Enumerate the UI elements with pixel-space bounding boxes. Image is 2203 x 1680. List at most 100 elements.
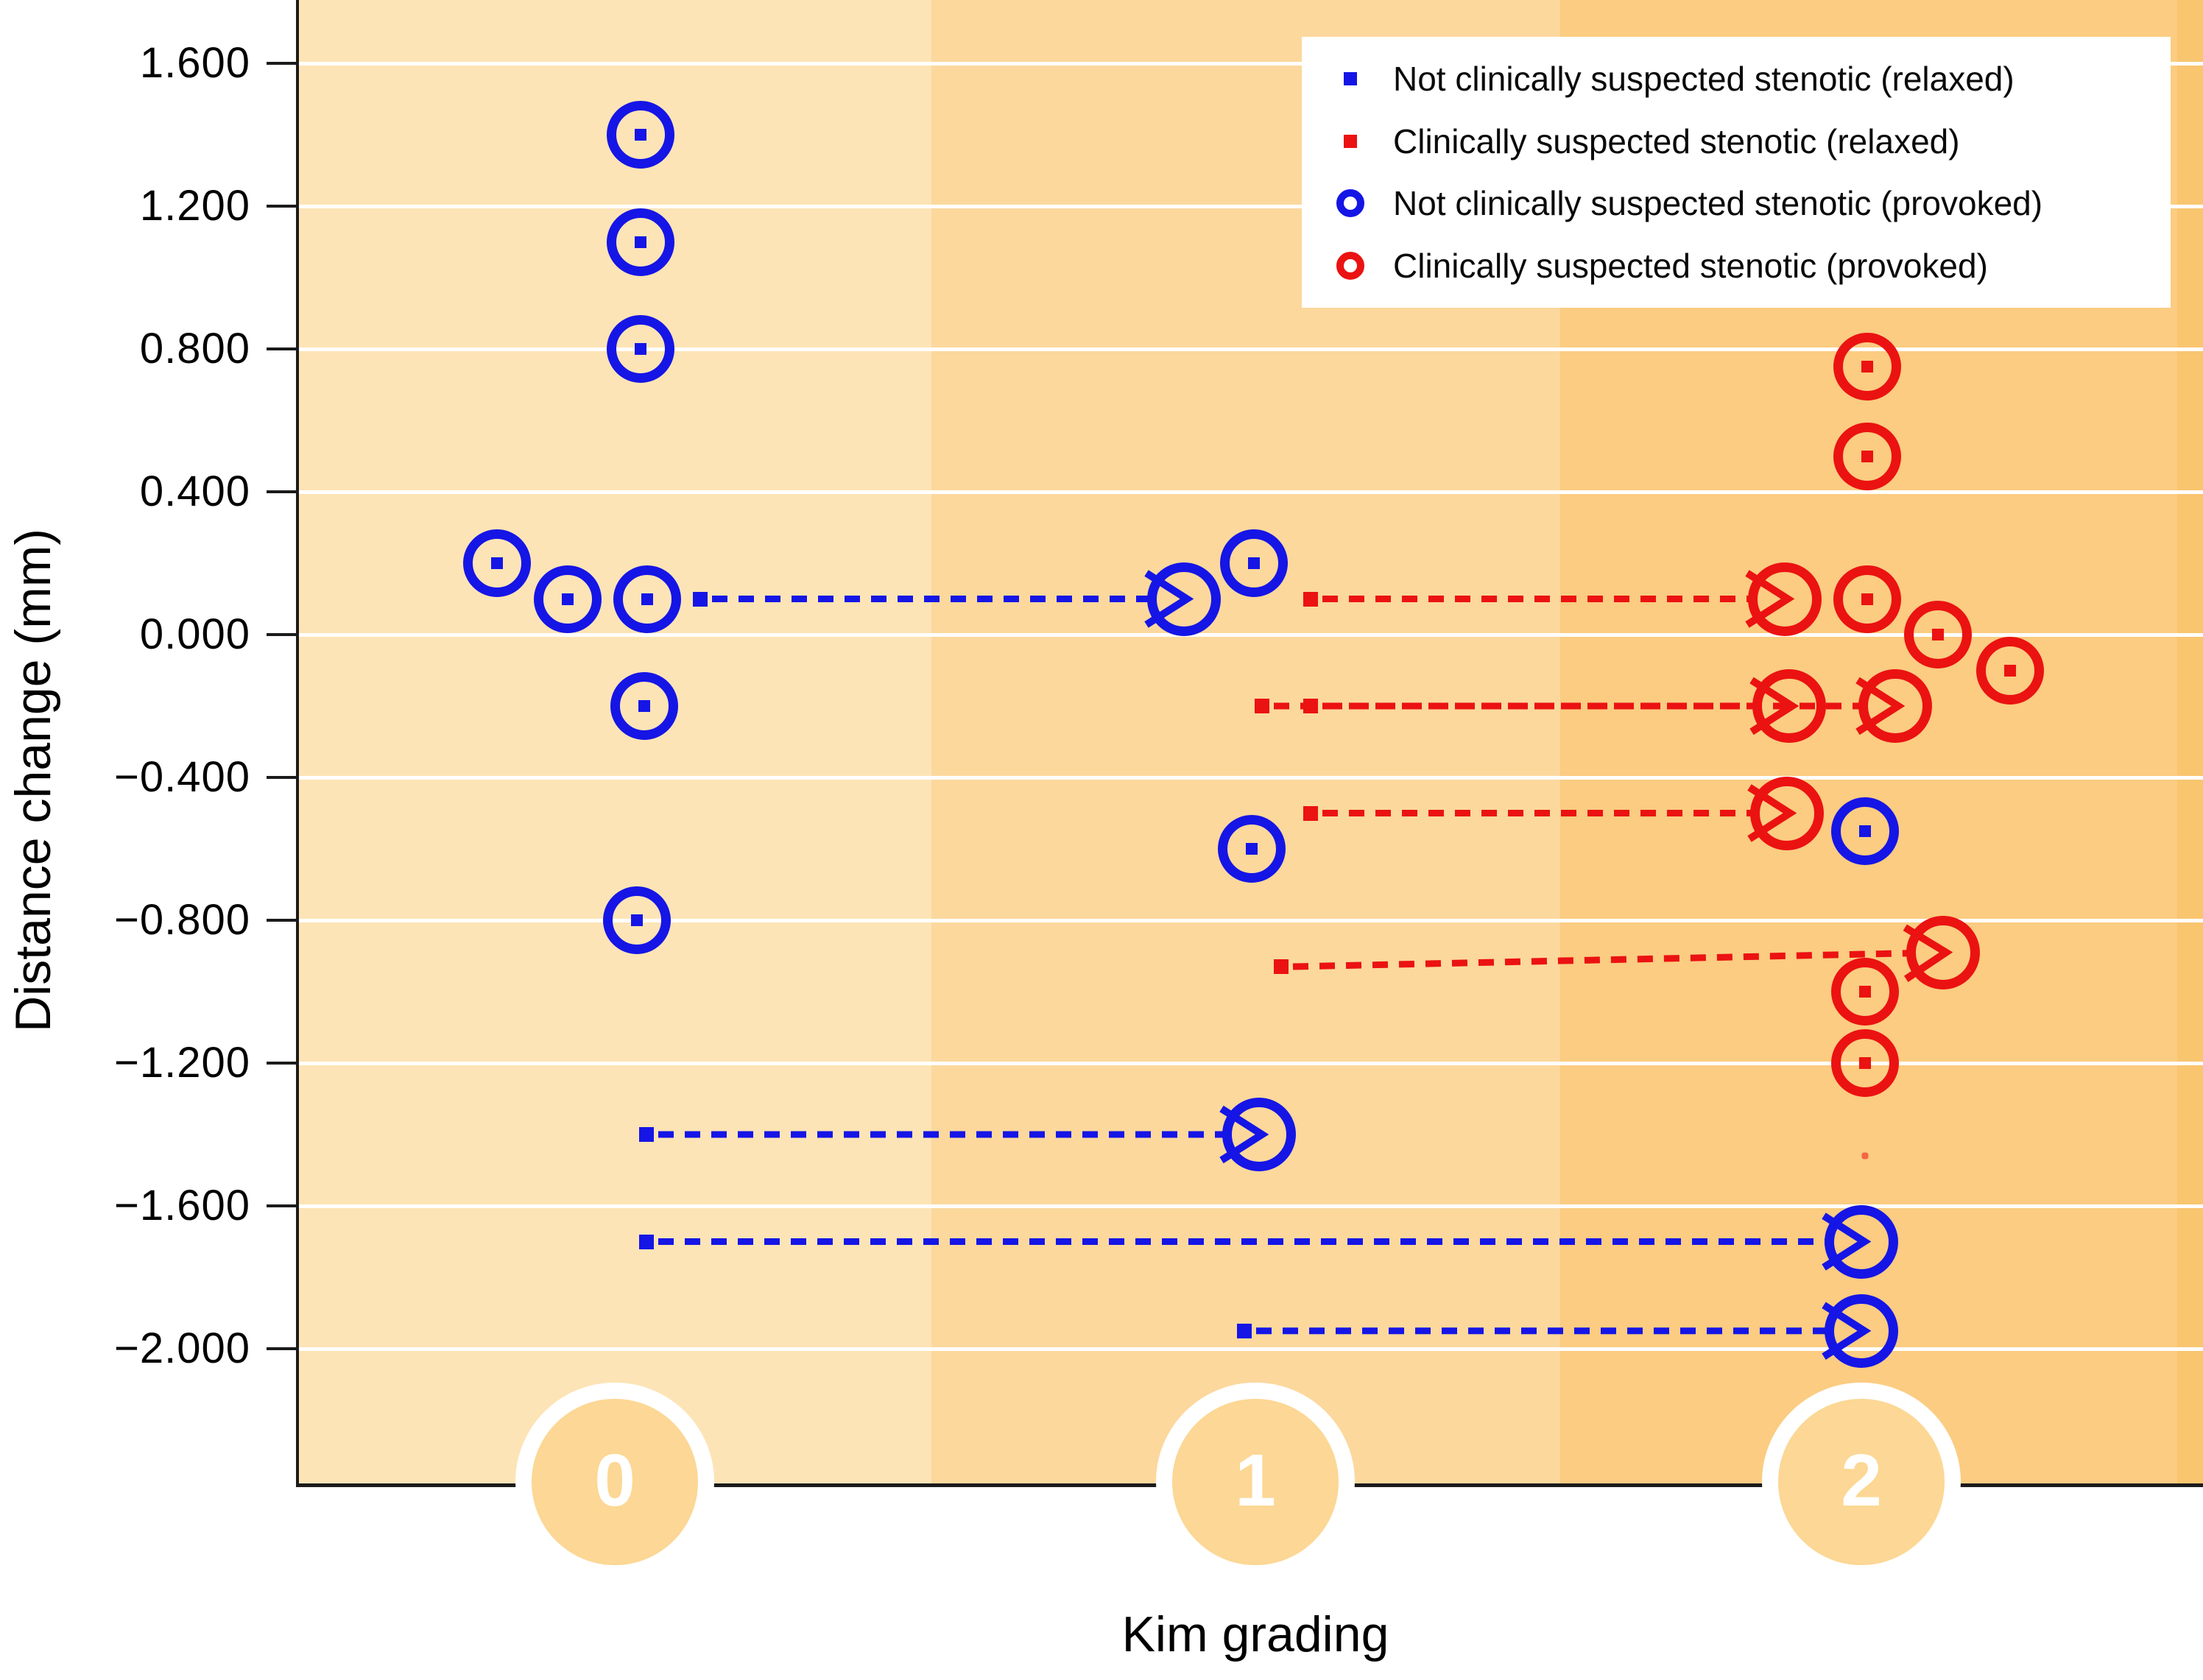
x-axis-title: Kim grading [1121,1606,1389,1662]
y-tick [267,490,296,493]
y-tick [267,205,296,208]
y-tick-label: 0.800 [139,325,250,373]
provoked-circle-marker [1833,422,1901,490]
y-tick [267,633,296,636]
relaxed-dot-marker [1861,593,1873,605]
category-bubble-label: 1 [1235,1439,1276,1522]
y-tick [267,1062,296,1065]
y-axis-title: Distance change (mm) [5,528,61,1033]
category-bubble-label: 2 [1841,1439,1882,1522]
provoked-circle-marker [1825,1204,1898,1279]
legend-square-icon [1330,72,1371,86]
legend-marker [1336,251,1364,280]
gridline [299,919,2203,922]
y-tick [267,1204,296,1207]
provoked-circle-marker [1831,797,1899,865]
relaxed-dot-marker [491,557,503,569]
provoked-circle-marker [1906,915,1980,989]
legend-item: Clinically suspected stenotic (provoked) [1330,246,2171,286]
legend: Not clinically suspected stenotic (relax… [1302,37,2171,308]
relaxed-square-marker [1255,699,1269,713]
y-tick-label: −1.200 [113,1039,250,1087]
provoked-circle-marker [1858,669,1932,743]
gridline [299,1347,2203,1351]
provoked-circle-marker [613,565,681,633]
gridline [299,205,2203,208]
relaxed-dot-marker [1861,450,1873,462]
y-tick-label: −0.800 [113,896,250,944]
legend-marker [1336,189,1364,218]
gridline [299,347,2203,351]
legend-item-label: Not clinically suspected stenotic (relax… [1393,60,2015,99]
y-tick-label: −1.600 [113,1182,250,1229]
relaxed-square-marker [1303,591,1318,607]
gridline [299,633,2203,637]
legend-item: Not clinically suspected stenotic (provo… [1330,183,2171,223]
provoked-circle-marker [1976,636,2044,705]
y-axis-line [296,0,299,1487]
legend-square-icon [1330,134,1371,148]
provoked-circle-marker [1147,562,1221,636]
provoked-circle-marker [1222,1098,1296,1171]
provoked-circle-marker [463,529,531,597]
legend-circle-icon [1330,251,1371,280]
y-tick [267,919,296,922]
provoked-circle-marker [1831,1029,1899,1097]
y-tick-label: 0.400 [139,467,250,515]
legend-marker [1344,134,1357,148]
legend-item: Not clinically suspected stenotic (relax… [1330,59,2171,99]
y-tick-label: −2.000 [113,1324,250,1372]
provoked-circle-marker [1748,562,1822,636]
relaxed-dot-marker [641,593,653,605]
provoked-circle-marker [1904,601,1972,668]
provoked-circle-marker [1831,958,1899,1026]
relaxed-dot-marker [1859,825,1871,837]
relaxed-dot-marker [562,593,574,605]
category-bubble-label: 0 [594,1439,635,1522]
provoked-circle-marker [1218,815,1286,883]
provoked-circle-marker [610,672,678,740]
category-bubble: 1 [1156,1383,1355,1581]
y-tick [267,347,296,350]
legend-item-label: Clinically suspected stenotic (relaxed) [1393,121,1960,160]
relaxed-dot-marker [635,236,646,248]
y-tick-label: 1.600 [139,39,250,87]
relaxed-dot-marker [1859,986,1871,998]
category-bubble: 0 [515,1383,714,1581]
relaxed-dot-marker [635,129,646,141]
provoked-circle-marker [607,315,674,383]
provoked-circle-marker [1825,1293,1898,1368]
relaxed-square-marker [1274,959,1289,975]
y-tick [267,62,296,65]
small-dot-artifact [1861,1152,1869,1160]
relaxed-square-marker [639,1127,654,1142]
y-tick-label: −0.400 [113,753,250,801]
provoked-circle-marker [534,565,602,633]
legend-circle-icon [1330,189,1371,218]
gridline [299,490,2203,494]
gridline [299,776,2203,780]
provoked-circle-marker [603,886,671,954]
provoked-circle-marker [607,101,674,169]
y-tick-label: 1.200 [139,182,250,230]
background-band [2177,0,2203,1483]
legend-item: Clinically suspected stenotic (relaxed) [1330,121,2171,161]
provoked-circle-marker [1833,333,1901,401]
relaxed-square-marker [1303,699,1318,713]
relaxed-dot-marker [2004,664,2016,677]
gridline [299,1062,2203,1065]
legend-item-label: Not clinically suspected stenotic (provo… [1393,184,2043,223]
gridline [299,62,2203,66]
legend-item-label: Clinically suspected stenotic (provoked) [1393,246,1988,285]
gridline [299,1204,2203,1208]
category-bubble: 2 [1762,1383,1961,1581]
relaxed-dot-marker [1932,629,1944,640]
provoked-circle-marker [607,208,674,276]
provoked-circle-marker [1833,565,1901,633]
relaxed-dot-marker [1859,1057,1871,1069]
relaxed-dot-marker [1246,843,1258,855]
provoked-circle-marker [1752,669,1826,743]
relaxed-square-marker [693,591,708,607]
relaxed-dot-marker [1861,361,1873,373]
